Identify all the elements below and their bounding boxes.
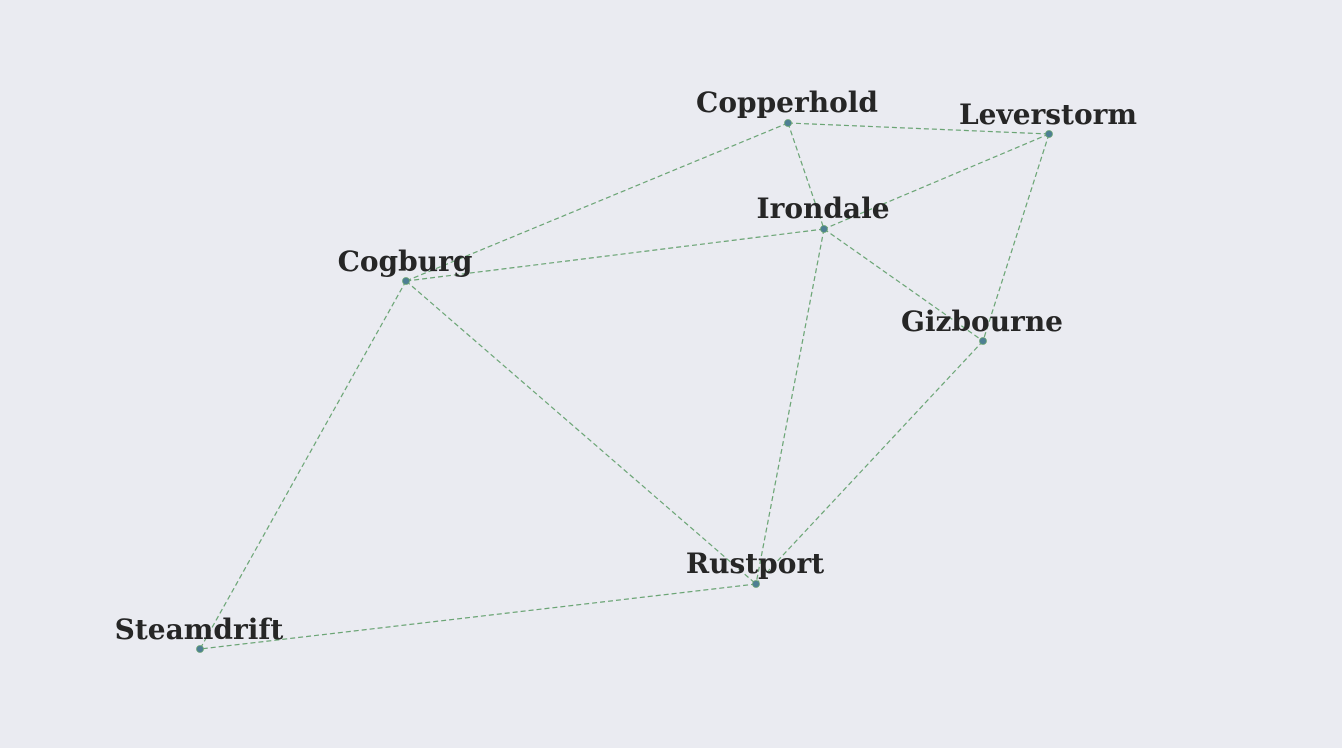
- city-marker: [784, 119, 792, 127]
- city-marker: [402, 277, 410, 285]
- route-irondale-gizbourne: [823, 228, 984, 342]
- route-copperhold-cogburg: [405, 122, 789, 282]
- city-gizbourne: Gizbourne: [901, 305, 1063, 345]
- city-copperhold: Copperhold: [696, 86, 878, 127]
- city-marker: [196, 645, 204, 653]
- city-label: Irondale: [756, 192, 889, 225]
- route-leverstorm-gizbourne: [982, 133, 1050, 342]
- route-cogburg-steamdrift: [199, 280, 407, 650]
- city-irondale: Irondale: [756, 192, 890, 233]
- route-rustport-steamdrift: [199, 583, 757, 650]
- city-label: Cogburg: [338, 245, 473, 278]
- city-marker: [1045, 130, 1053, 138]
- city-marker: [979, 337, 987, 345]
- city-cogburg: Cogburg: [338, 245, 473, 285]
- city-label: Gizbourne: [901, 305, 1063, 338]
- city-marker: [820, 225, 828, 233]
- city-leverstorm: Leverstorm: [959, 98, 1137, 138]
- route-irondale-cogburg: [405, 228, 825, 282]
- route-copperhold-leverstorm: [787, 122, 1050, 135]
- city-label: Leverstorm: [959, 98, 1137, 131]
- city-label: Copperhold: [696, 86, 878, 119]
- city-label: Rustport: [686, 547, 824, 580]
- route-leverstorm-irondale: [823, 133, 1050, 230]
- city-marker: [752, 580, 760, 588]
- cities-layer: Copperhold LeverstormIrondaleCogburgGizbo…: [115, 86, 1137, 653]
- city-label: Steamdrift: [115, 613, 284, 646]
- route-copperhold-irondale: [787, 122, 825, 230]
- city-rustport: Rustport: [686, 547, 824, 588]
- routes-layer: [199, 122, 1050, 650]
- route-irondale-rustport: [755, 228, 825, 585]
- city-steamdrift: Steamdrift: [115, 613, 284, 653]
- route-cogburg-rustport: [405, 280, 757, 585]
